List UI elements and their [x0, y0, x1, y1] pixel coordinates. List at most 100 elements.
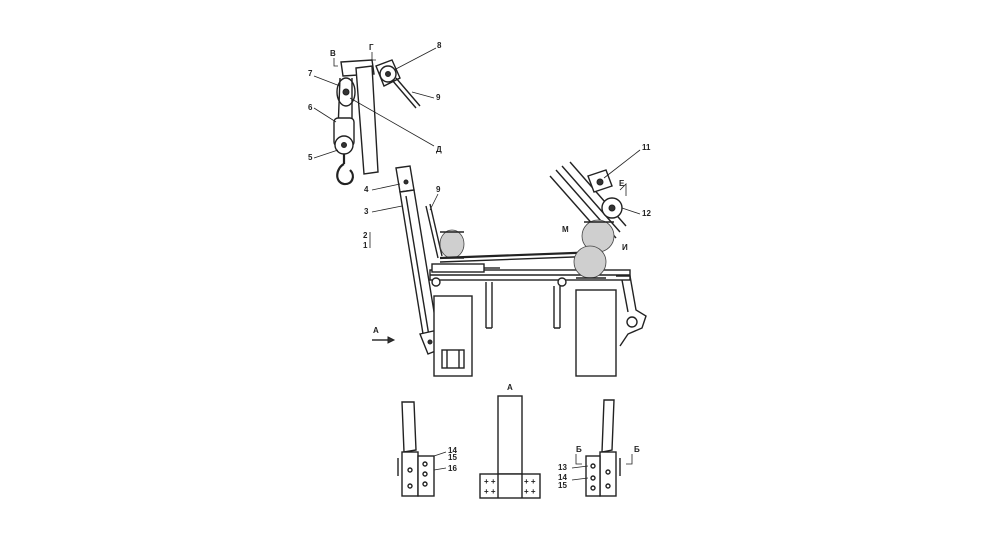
leader-14-15-right [571, 477, 589, 481]
bolt-c [422, 481, 428, 487]
bolt-b [422, 471, 428, 477]
leg-left [485, 282, 493, 329]
detail-view-right [571, 399, 633, 497]
bolt-mark-2: + + [484, 487, 496, 496]
sheave-11-pin [596, 178, 604, 186]
leader-d [349, 97, 435, 147]
bolt-a [422, 461, 428, 467]
label-i: И [622, 243, 628, 252]
winch-drum-left [439, 229, 465, 259]
leader-9-top [411, 91, 435, 99]
right-support-box [575, 289, 617, 377]
hook-pulley-assembly [313, 47, 437, 186]
label-1-side: 1 [363, 241, 368, 250]
leader-9-mid [429, 193, 439, 211]
bolt-i [605, 469, 611, 475]
lower-pulley-axle [341, 142, 347, 148]
label-b-right: Б [634, 445, 640, 454]
label-g: Г [369, 43, 374, 52]
center-detail-base [479, 473, 541, 499]
right-detail-post [601, 399, 615, 453]
leader-6 [313, 107, 337, 123]
roller [441, 349, 465, 369]
label-14-right: 14 [558, 473, 567, 482]
leader-7 [313, 75, 341, 87]
label-7: 7 [308, 69, 313, 78]
gear-drum-lower [573, 245, 607, 279]
label-15-right: 15 [558, 481, 567, 490]
label-4: 4 [364, 185, 369, 194]
detail-view-left [397, 401, 447, 497]
bolt-d [407, 467, 413, 473]
left-detail-upright [401, 451, 419, 497]
main-frame [425, 193, 647, 377]
label-a-arrow: А [373, 326, 379, 335]
arrow-a-head [387, 336, 396, 344]
label-9-mid: 9 [436, 185, 441, 194]
hook [336, 163, 354, 186]
boom-head [395, 165, 415, 193]
boom-foot-pin [427, 339, 433, 345]
outrigger-inner [621, 279, 629, 313]
leg-right [553, 286, 561, 329]
boom-inner-line [405, 195, 430, 337]
view-arrow-a [372, 336, 396, 344]
pulley-8-axle [385, 71, 391, 77]
cable-3 [561, 165, 621, 233]
label-e: Е [619, 179, 625, 188]
leader-11 [603, 149, 641, 179]
upper-pulley-axle [342, 88, 350, 96]
leader-16 [433, 467, 447, 471]
rope-9-a [391, 79, 417, 109]
leader-8 [393, 47, 437, 71]
label-9-top: 9 [436, 93, 441, 102]
bolt-mark-3: + + [524, 477, 536, 486]
beam-pin-left [431, 277, 441, 287]
section-b-right-marker [626, 454, 633, 465]
bolt-e [407, 483, 413, 489]
detail-view-center: + + + + + + + + [479, 395, 541, 499]
section-e-marker [619, 183, 627, 196]
outrigger-eye [626, 316, 638, 328]
label-11: 11 [642, 143, 651, 152]
label-3: 3 [364, 207, 369, 216]
leader-5 [313, 149, 339, 159]
section-b-left-marker [575, 454, 582, 465]
bolt-j [605, 483, 611, 489]
label-2-side: 2 [363, 231, 368, 240]
leader-12 [621, 207, 641, 215]
bolt-f [590, 463, 596, 469]
pulley-12-hub [608, 204, 616, 212]
rope-9-b [395, 77, 421, 107]
frame-top-rail-inner [439, 255, 601, 263]
label-14-left: 14 [448, 446, 457, 455]
section-v-marker [333, 58, 338, 67]
bolt-h [590, 485, 596, 491]
angled-strap [355, 65, 379, 175]
label-15-left: 15 [448, 453, 457, 462]
boom-assembly [369, 165, 439, 355]
leader-14-15-left [433, 451, 447, 457]
label-16: 16 [448, 464, 457, 473]
label-13: 13 [558, 463, 567, 472]
label-b-left: Б [576, 445, 582, 454]
label-m: М [562, 225, 569, 234]
hydraulic-cylinder [431, 263, 485, 273]
section-g-marker [368, 52, 376, 61]
bolt-g [590, 475, 596, 481]
bolt-mark-1: + + [484, 477, 496, 486]
left-detail-post [401, 401, 417, 453]
label-5: 5 [308, 153, 313, 162]
rear-post-a [425, 205, 439, 259]
boom-head-pin [403, 179, 409, 185]
gear-outline [576, 221, 614, 279]
label-12: 12 [642, 209, 651, 218]
leader-4 [371, 183, 401, 191]
frame-top-rail [439, 250, 601, 260]
leader-13 [571, 465, 589, 469]
label-6: 6 [308, 103, 313, 112]
labels: В Г 8 7 9 6 Д 5 4 9 3 2 1 11 Е 12 М И А … [308, 41, 651, 490]
label-v: В [330, 49, 336, 58]
